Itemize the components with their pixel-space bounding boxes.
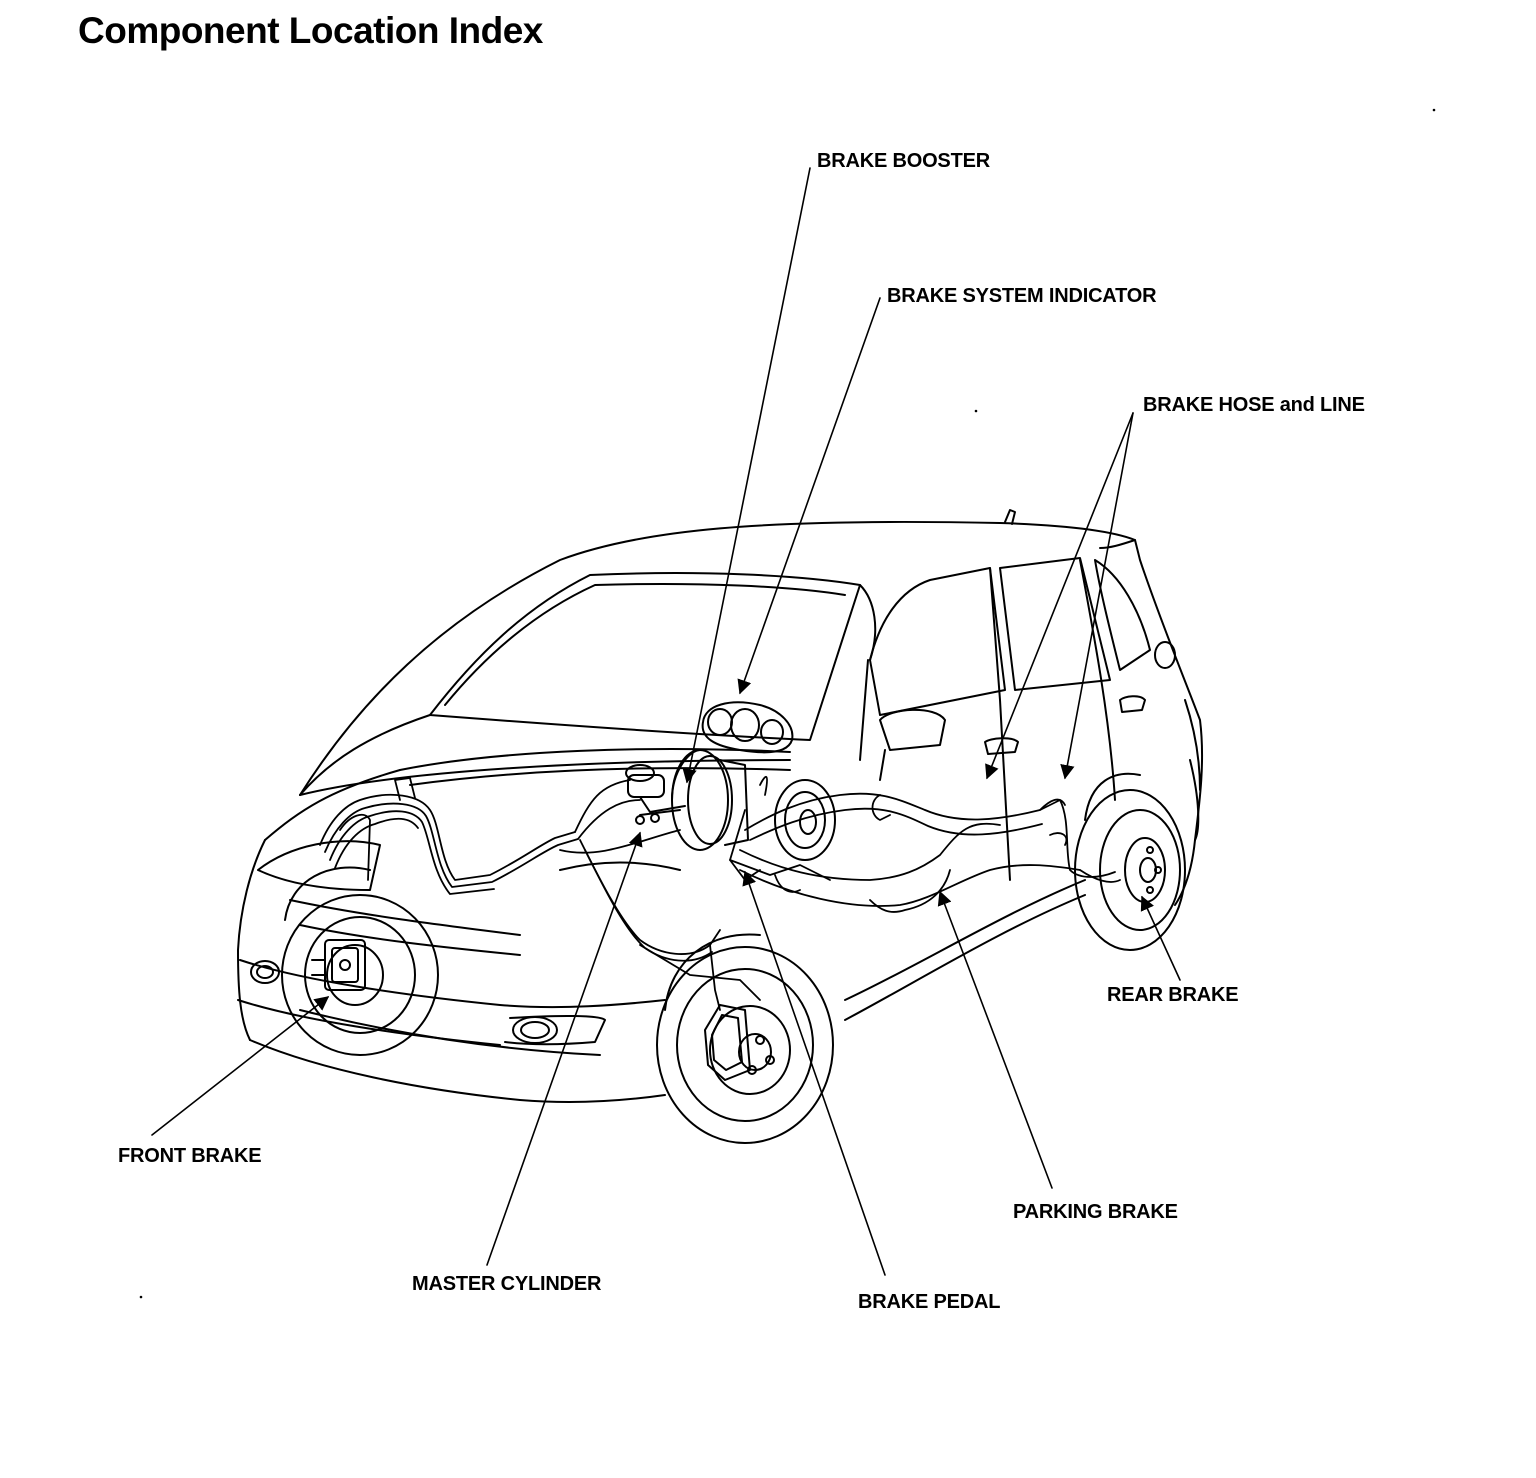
rear-right-wheel	[1074, 772, 1186, 951]
leader-brake-hose-line-2	[1060, 412, 1134, 780]
instrument-cluster	[701, 701, 794, 754]
brake-lines	[319, 775, 1121, 1011]
brake-booster	[671, 749, 749, 851]
car-body	[237, 509, 1204, 1104]
leader-brake-booster	[682, 167, 811, 784]
leader-brake-hose-line-1	[985, 412, 1134, 780]
leader-parking-brake	[937, 890, 1053, 1189]
label-parking-brake: PARKING BRAKE	[1013, 1201, 1178, 1223]
leader-brake-pedal	[742, 870, 886, 1276]
label-front-brake: FRONT BRAKE	[118, 1145, 262, 1167]
right-front-caliper	[704, 1004, 751, 1081]
label-brake-pedal: BRAKE PEDAL	[858, 1291, 1001, 1313]
leader-rear-brake	[1140, 895, 1181, 981]
leader-lines	[151, 167, 1181, 1276]
label-brake-hose-and-line: BRAKE HOSE and LINE	[1143, 394, 1365, 416]
leader-front-brake	[151, 996, 330, 1136]
leader-master-cylinder	[486, 831, 643, 1266]
page-title: Component Location Index	[78, 10, 543, 51]
leader-brake-system-indicator	[737, 297, 881, 695]
master-cylinder	[625, 764, 686, 825]
rear-left-wheel-hub	[774, 779, 836, 861]
label-rear-brake: REAR BRAKE	[1107, 984, 1239, 1006]
front-left-wheel	[281, 866, 439, 1056]
label-brake-booster: BRAKE BOOSTER	[817, 150, 990, 172]
scan-specks	[139, 108, 1436, 1299]
front-caliper	[324, 939, 366, 991]
label-brake-system-indicator: BRAKE SYSTEM INDICATOR	[887, 285, 1157, 307]
front-right-wheel	[656, 933, 834, 1144]
label-master-cylinder: MASTER CYLINDER	[412, 1273, 602, 1295]
